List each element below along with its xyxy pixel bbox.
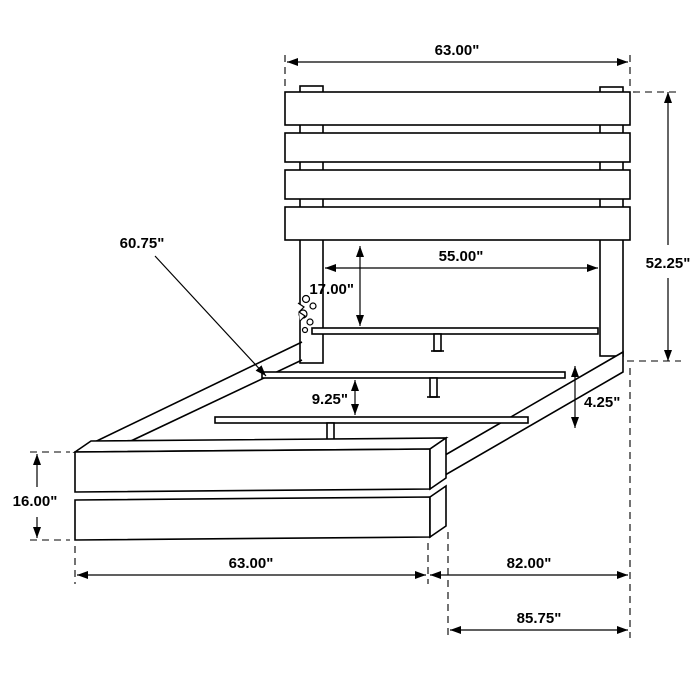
rail-bracket-hardware	[297, 294, 317, 334]
dim-label-overall-length: 85.75"	[517, 610, 562, 627]
footboard-end-face-2	[429, 484, 447, 539]
dim-label-footboard-width: 63.00"	[229, 555, 274, 572]
leader-line-rail-length	[154, 255, 267, 377]
slat-support-leg-2	[429, 377, 438, 398]
mattress-slat-3	[214, 416, 529, 424]
footboard-board-2	[74, 496, 431, 541]
footboard	[72, 436, 449, 541]
dim-label-headboard-to-slat: 17.00"	[309, 281, 354, 298]
dim-label-frame-length: 82.00"	[507, 555, 552, 572]
dim-label-footboard-height: 16.00"	[13, 493, 58, 510]
headboard	[284, 85, 631, 364]
dim-label-rail-height: 4.25"	[584, 394, 620, 411]
bracket-hook	[297, 302, 306, 322]
dim-label-inner-width: 55.00"	[439, 248, 484, 265]
dim-label-headboard-height: 52.25"	[646, 255, 691, 272]
dim-label-headboard-width: 63.00"	[435, 42, 480, 59]
slat-support-leg-1	[433, 333, 442, 352]
headboard-slat-1	[284, 91, 631, 126]
headboard-slat-3	[284, 169, 631, 200]
headboard-slat-2	[284, 132, 631, 163]
bracket-bolt	[301, 326, 309, 334]
extension-lines	[30, 54, 681, 638]
bracket-bolt	[306, 318, 314, 326]
mattress-slat-2	[261, 371, 566, 379]
footboard-board-1	[74, 448, 431, 493]
dim-label-slat-spacing: 9.25"	[312, 391, 348, 408]
footboard-end-face-1	[429, 436, 447, 491]
mattress-slat-1	[311, 327, 599, 335]
dim-label-rail-length: 60.75"	[120, 235, 165, 252]
bracket-bolt	[301, 294, 311, 304]
dimensions: 63.00" 52.25" 55.00" 17.00" 60.75" 9.25"…	[13, 42, 691, 634]
left-rail-top-edge	[77, 341, 303, 451]
headboard-slat-4	[284, 206, 631, 241]
bracket-bolt	[309, 302, 317, 310]
